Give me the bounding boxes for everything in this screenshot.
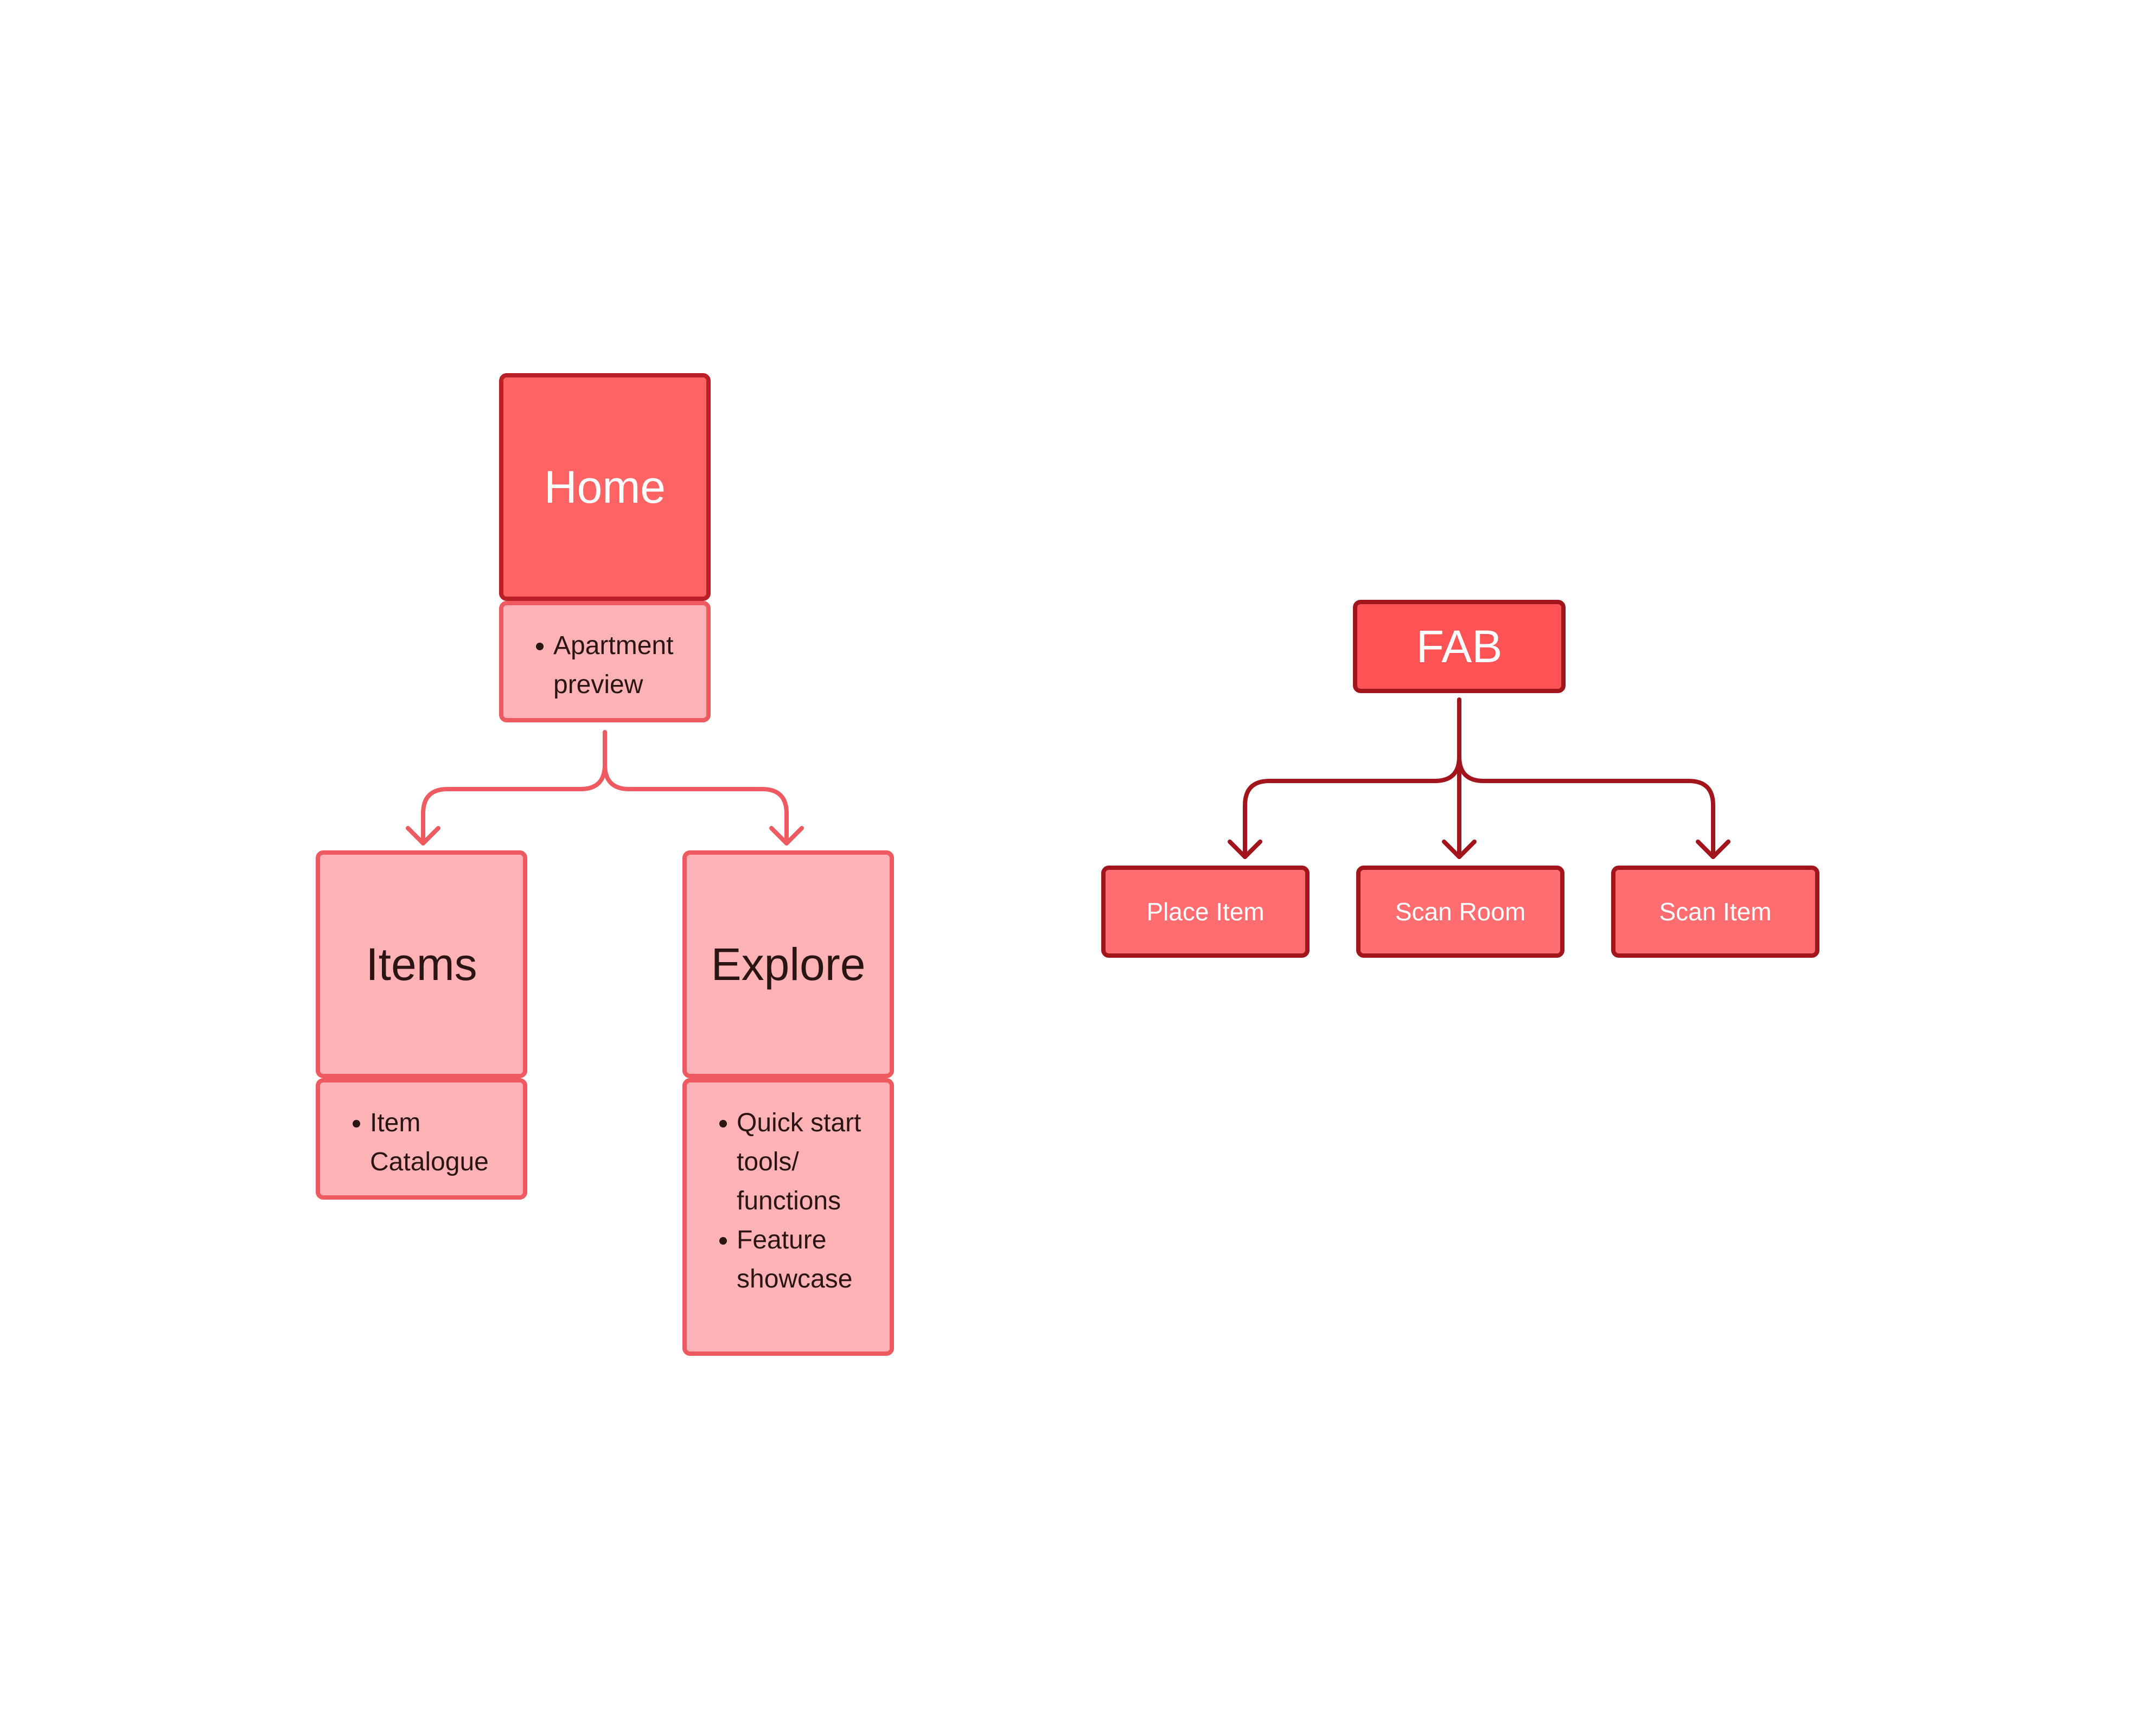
items-label: Items [366, 938, 477, 990]
explore-details: Quick start tools/ functions Feature sho… [682, 1078, 894, 1356]
home-to-explore-connector [603, 763, 789, 845]
explore-details-list: Quick start tools/ functions Feature sho… [687, 1104, 890, 1299]
list-item: Quick start tools/ functions [687, 1104, 890, 1221]
scan-item-arrowhead [1696, 840, 1730, 859]
home-to-items-connector [421, 730, 607, 845]
list-item: Apartment preview [503, 626, 706, 704]
scan-item-label: Scan Item [1659, 898, 1772, 926]
home-details: Apartment preview [499, 601, 711, 722]
fab-connectors [1228, 697, 1730, 859]
scan-room-arrowhead [1442, 840, 1477, 859]
explore-arrowhead [769, 826, 804, 845]
place-item-node: Place Item [1101, 866, 1310, 958]
home-details-list: Apartment preview [503, 626, 706, 704]
items-details: Item Catalogue [316, 1078, 527, 1200]
place-item-arrowhead [1228, 840, 1262, 859]
items-node: Items [316, 850, 527, 1078]
items-details-list: Item Catalogue [320, 1104, 523, 1182]
list-item: Item Catalogue [320, 1104, 523, 1182]
explore-label: Explore [711, 938, 866, 990]
home-node: Home [499, 373, 711, 601]
explore-node: Explore [682, 850, 894, 1078]
fab-to-scan-item-connector [1457, 754, 1715, 859]
place-item-label: Place Item [1146, 898, 1265, 926]
fab-node: FAB [1353, 600, 1566, 693]
items-arrowhead [406, 826, 440, 845]
scan-room-node: Scan Room [1356, 866, 1564, 958]
fab-to-place-item-connector [1243, 754, 1461, 859]
scan-item-node: Scan Item [1611, 866, 1819, 958]
home-connectors [406, 730, 804, 845]
fab-label: FAB [1416, 620, 1503, 672]
scan-room-label: Scan Room [1395, 898, 1526, 926]
home-label: Home [544, 461, 666, 513]
list-item: Feature showcase [687, 1221, 890, 1299]
